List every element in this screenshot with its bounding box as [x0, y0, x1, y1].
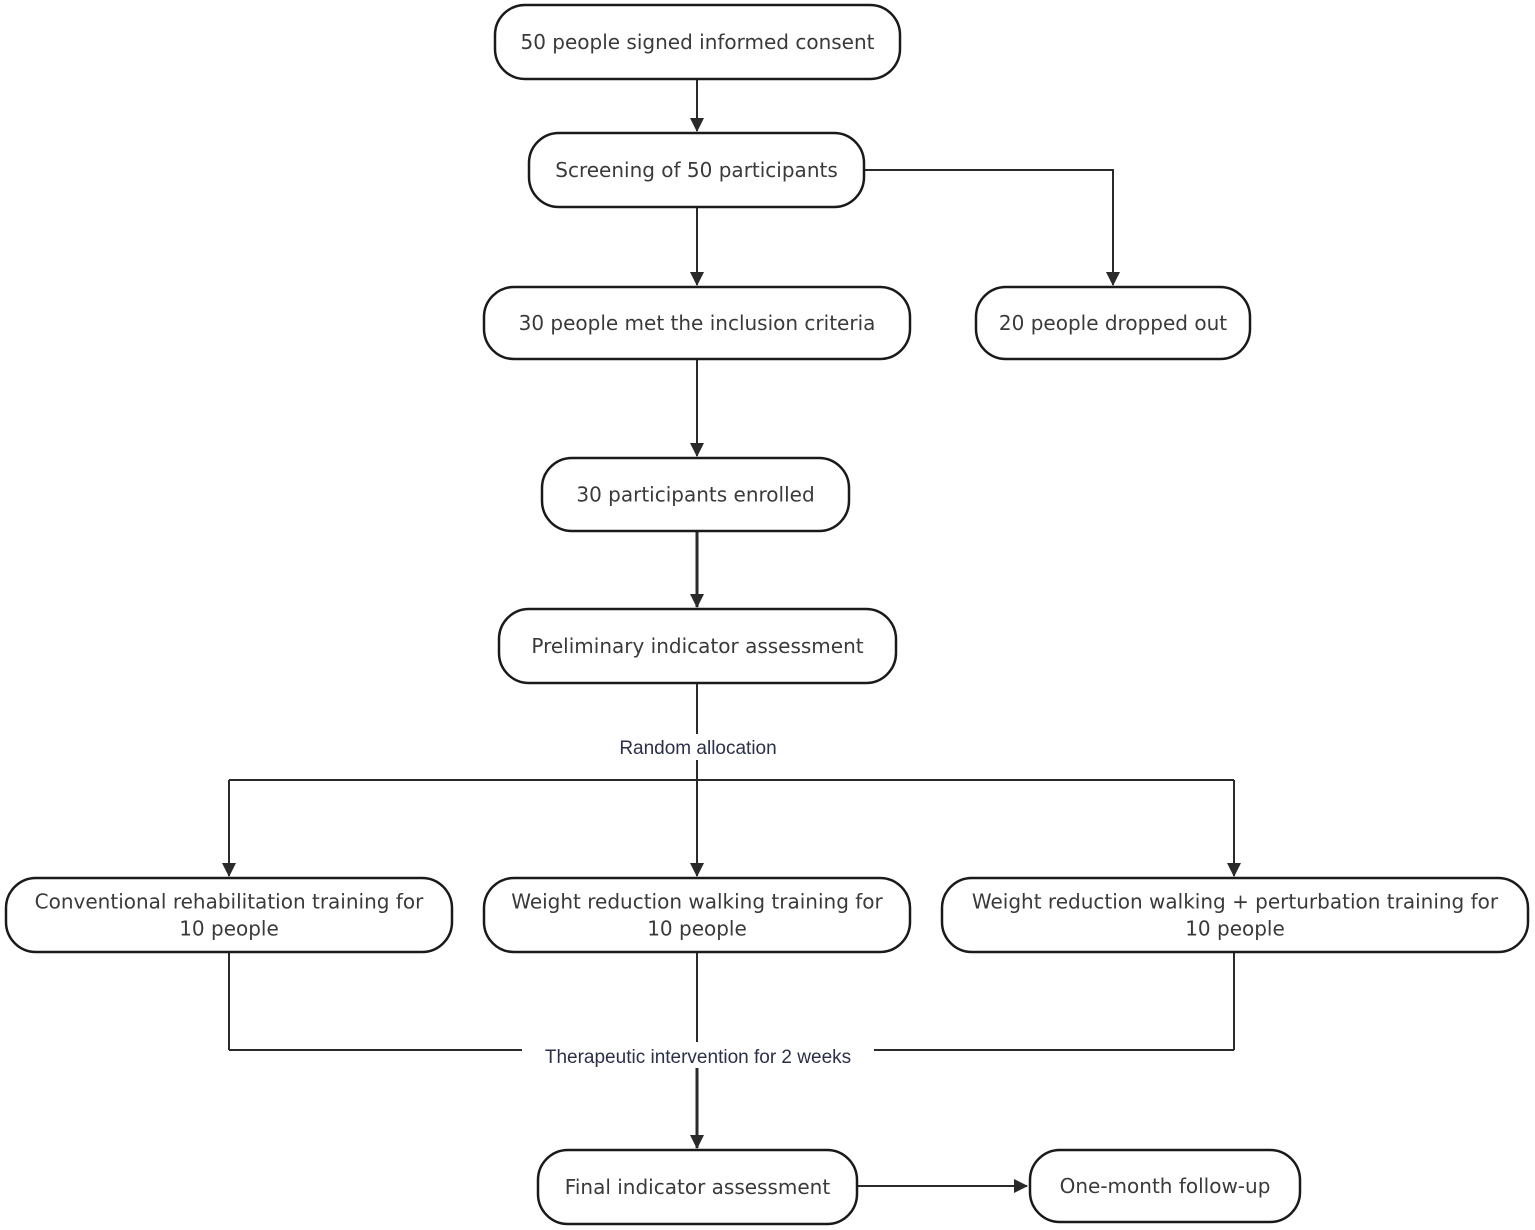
node-preliminary-assessment: Preliminary indicator assessment [497, 607, 898, 685]
node-label-line: 30 people met the inclusion criteria [519, 311, 876, 335]
node-label-line: Weight reduction walking + perturbation … [972, 890, 1499, 914]
node-label-line: 50 people signed informed consent [520, 30, 874, 54]
random-allocation-label: Random allocation [619, 738, 776, 759]
node-screening: Screening of 50 participants [527, 131, 866, 209]
node-conventional-training: Conventional rehabilitation training for… [4, 876, 454, 954]
node-label-line: Screening of 50 participants [555, 158, 838, 182]
node-label-line: Preliminary indicator assessment [531, 634, 863, 658]
node-enrolled: 30 participants enrolled [540, 456, 851, 533]
node-weight-reduction-walking: Weight reduction walking training for 10 … [482, 876, 912, 954]
node-dropped-out: 20 people dropped out [974, 285, 1252, 361]
node-label-line: Final indicator assessment [565, 1175, 831, 1199]
intervention-label: Therapeutic intervention for 2 weeks [545, 1047, 851, 1068]
intervention-label-bg [522, 1042, 874, 1068]
node-label-line: One-month follow-up [1060, 1174, 1271, 1198]
node-label-line: 10 people [179, 917, 279, 941]
node-label-line: Weight reduction walking training for [511, 890, 883, 914]
random-allocation-label-bg [603, 734, 793, 760]
arrow-screening-to-dropped [864, 169, 1120, 286]
node-label-line: Conventional rehabilitation training for [35, 890, 424, 914]
node-inclusion-criteria: 30 people met the inclusion criteria [482, 285, 912, 361]
node-label-line: 30 participants enrolled [576, 483, 814, 507]
node-label-line: 10 people [1185, 917, 1285, 941]
node-label-line: 20 people dropped out [999, 311, 1227, 335]
edge-labels: Random allocation Therapeutic interventi… [522, 734, 874, 1068]
node-final-assessment: Final indicator assessment [536, 1148, 859, 1226]
node-one-month-follow-up: One-month follow-up [1028, 1148, 1302, 1224]
node-informed-consent: 50 people signed informed consent [493, 3, 902, 81]
node-label-line: 10 people [647, 917, 747, 941]
node-weight-reduction-perturbation: Weight reduction walking + perturbation … [940, 876, 1530, 954]
